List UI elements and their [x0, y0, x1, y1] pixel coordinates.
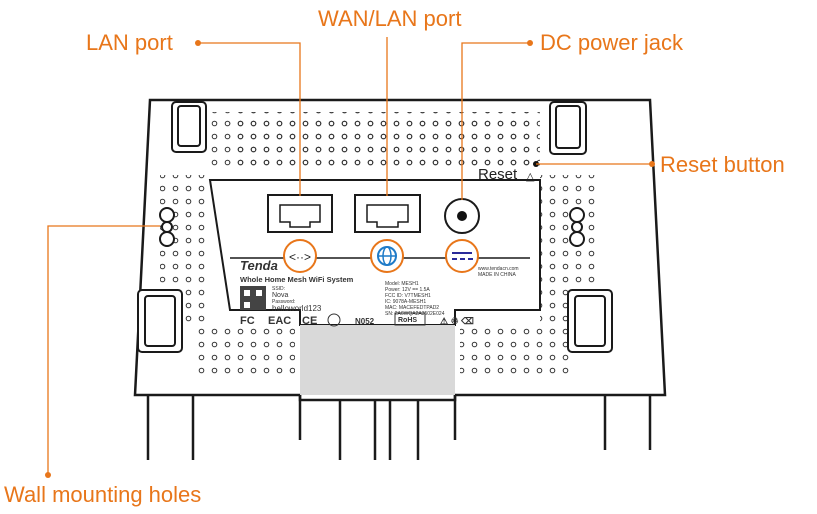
dc-power-jack: [444, 198, 480, 234]
ic-text: IC: 9078A-MESH1: [385, 299, 426, 305]
ssid-label: SSID:: [272, 286, 285, 292]
password-label: Password:: [272, 299, 295, 305]
lan-arrows-icon: <··>: [283, 239, 317, 273]
sn-text: SN: 2A6WQA2A3502E024: [385, 311, 445, 317]
svg-text:EAC: EAC: [268, 315, 291, 327]
made-in-text: MADE IN CHINA: [478, 272, 516, 278]
mount-hole-right: [569, 206, 585, 248]
power-text: Power: 12V == 1.5A: [385, 287, 430, 293]
callout-wall-mounting-holes: Wall mounting holes: [4, 482, 202, 507]
svg-text:<··>: <··>: [289, 250, 311, 264]
lan-port: [267, 194, 333, 233]
password-value: helloworld123: [272, 304, 322, 313]
foot-bottom-right: [567, 289, 613, 353]
wall-mounting-holes: [159, 206, 585, 248]
brand-logo: Tenda: [240, 258, 278, 273]
callout-dc-power-jack: DC power jack: [540, 30, 684, 55]
wan-lan-port: [354, 194, 421, 233]
fcc-id-text: FCC ID: V7TMESH1: [385, 293, 431, 299]
certification-marks: FC EAC CE N052 RoHS ⚠ ♲ ⌫: [240, 312, 474, 327]
callout-dots: [45, 40, 655, 478]
svg-text:⚠ ♲ ⌫: ⚠ ♲ ⌫: [440, 316, 474, 326]
mac-text: MAC: MACEFEDTPAD2: [385, 305, 439, 311]
router-lower-body: [146, 395, 652, 460]
svg-text:CE: CE: [302, 315, 317, 327]
svg-text:RoHS: RoHS: [398, 317, 417, 324]
reset-label: Reset: [478, 166, 518, 183]
globe-icon: [370, 239, 404, 273]
label-title: Whole Home Mesh WiFi System: [240, 275, 354, 284]
ssid-value: Nova: [272, 292, 288, 299]
callout-lan-port: LAN port: [86, 30, 173, 55]
model-text: Model: MESH1: [385, 281, 419, 287]
foot-top-right: [549, 101, 587, 155]
foot-bottom-left: [137, 289, 183, 353]
svg-text:FC: FC: [240, 315, 255, 327]
svg-text:N052: N052: [355, 317, 375, 326]
mount-hole-left: [159, 206, 175, 248]
vent-holes: [160, 112, 595, 380]
dc-polarity-icon: [445, 239, 479, 273]
qr-code: [240, 286, 266, 310]
reset-button: Reset △: [478, 161, 539, 183]
reset-triangle-icon: △: [526, 171, 535, 183]
rubber-feet: [137, 101, 613, 353]
product-label: Tenda Whole Home Mesh WiFi System SSID: …: [240, 258, 519, 327]
website-text: www.tendacn.com: [478, 266, 519, 272]
callout-wan-lan-port: WAN/LAN port: [318, 6, 462, 31]
foot-top-left: [171, 101, 207, 153]
callout-lines: [47, 37, 652, 475]
callout-reset-button: Reset button: [660, 152, 785, 177]
